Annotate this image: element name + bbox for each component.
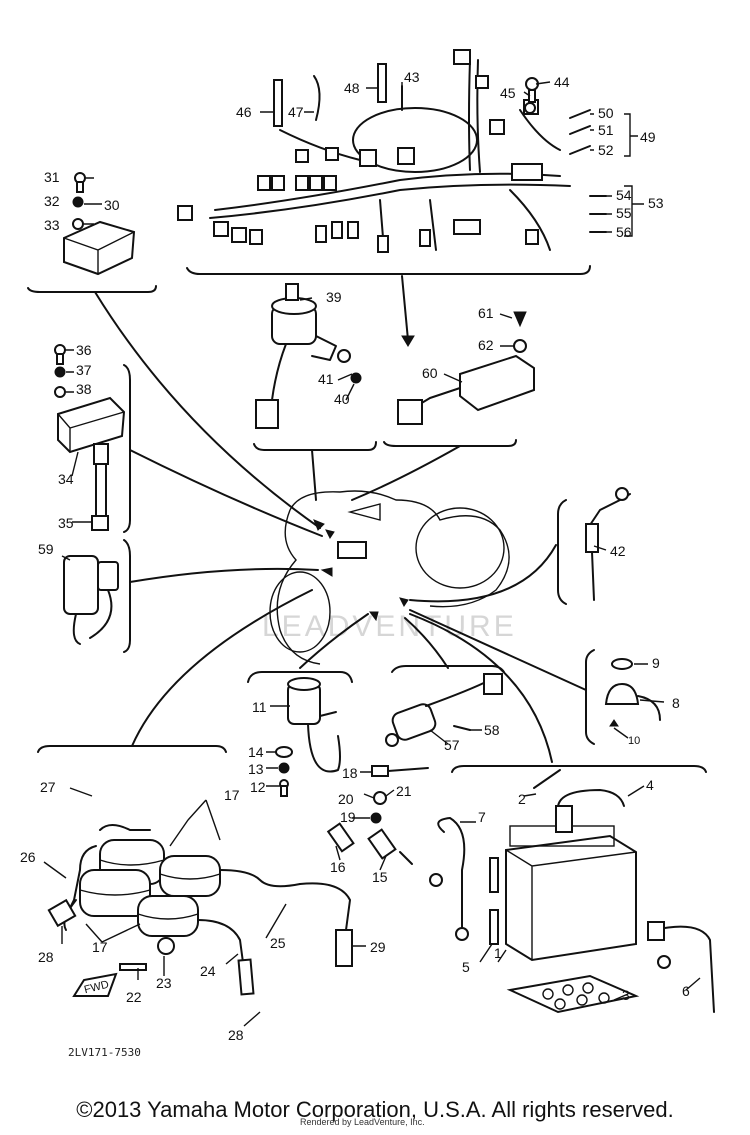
parts-15-21 <box>326 765 429 865</box>
part-number-labels: 1 2 3 4 5 6 7 8 9 10 11 12 13 14 15 16 1… <box>20 69 690 1043</box>
part-label-18: 18 <box>342 765 358 781</box>
part-label-60: 60 <box>422 365 438 381</box>
part-label-57: 57 <box>444 737 460 753</box>
part-label-26: 26 <box>20 849 36 865</box>
relay-30-group <box>63 172 136 276</box>
part-label-56: 56 <box>616 224 632 240</box>
part-label-40: 40 <box>334 391 350 407</box>
battery-group <box>429 769 715 1014</box>
part-label-43: 43 <box>404 69 420 85</box>
part-label-41: 41 <box>318 371 334 387</box>
part-label-8: 8 <box>672 695 680 711</box>
part-label-24: 24 <box>200 963 216 979</box>
main-switch-39 <box>255 283 362 429</box>
part-label-7: 7 <box>478 809 486 825</box>
fwd-plate <box>72 972 118 997</box>
part-label-22: 22 <box>126 989 142 1005</box>
coil-34-group <box>54 344 126 531</box>
part-label-30: 30 <box>104 197 120 213</box>
part-label-5: 5 <box>462 959 470 975</box>
part-label-54: 54 <box>616 187 632 203</box>
part-label-42: 42 <box>610 543 626 559</box>
part-label-23: 23 <box>156 975 172 991</box>
part-label-62: 62 <box>478 337 494 353</box>
part-label-9: 9 <box>652 655 660 671</box>
unit-59-group <box>63 555 119 645</box>
harness-small-parts <box>273 63 644 237</box>
fwd-label: FWD <box>83 979 110 997</box>
part-label-28a: 28 <box>38 949 54 965</box>
engine-center-box <box>337 541 367 559</box>
part-label-32: 32 <box>44 193 60 209</box>
part-label-28b: 28 <box>228 1027 244 1043</box>
part-label-50: 50 <box>598 105 614 121</box>
part-label-11: 11 <box>252 699 267 715</box>
part-label-35: 35 <box>58 515 74 531</box>
part-label-51: 51 <box>598 122 614 138</box>
drawing-number: 2LV171-7530 <box>68 1046 141 1059</box>
engine-outline <box>269 490 510 665</box>
ignition-coils-17 <box>47 824 353 996</box>
part-label-44: 44 <box>554 74 570 90</box>
copyright-notice: ©2013 Yamaha Motor Corporation, U.S.A. A… <box>76 1097 674 1122</box>
part-label-45: 45 <box>500 85 516 101</box>
part-label-33: 33 <box>44 217 60 233</box>
part-label-20: 20 <box>338 791 354 807</box>
part-label-38: 38 <box>76 381 92 397</box>
clamp-46 <box>273 79 283 127</box>
part-label-27: 27 <box>40 779 56 795</box>
part-label-53: 53 <box>648 195 664 211</box>
part-label-4: 4 <box>646 777 654 793</box>
part-label-55: 55 <box>616 205 632 221</box>
part-label-17a: 17 <box>224 787 240 803</box>
part-label-59: 59 <box>38 541 54 557</box>
part-label-37: 37 <box>76 362 92 378</box>
sensor-57 <box>385 673 503 747</box>
parts-22-23 <box>72 937 175 997</box>
part-label-3: 3 <box>622 987 630 1003</box>
part-label-48: 48 <box>344 80 360 96</box>
part-label-2: 2 <box>518 791 526 807</box>
part-label-13: 13 <box>248 761 264 777</box>
part-label-19: 19 <box>340 809 356 825</box>
wire-harness-43 <box>177 49 571 253</box>
part-label-34: 34 <box>58 471 74 487</box>
bolt-48 <box>377 63 387 103</box>
part-label-29: 29 <box>370 939 386 955</box>
part-label-47: 47 <box>288 104 304 120</box>
leader-lines <box>43 81 701 1027</box>
part-label-6: 6 <box>682 983 690 999</box>
part-label-21: 21 <box>396 783 412 799</box>
part-label-17b: 17 <box>92 939 108 955</box>
watermark: LEADVENTURE <box>262 610 517 643</box>
part-label-52: 52 <box>598 142 614 158</box>
switch-42 <box>585 487 631 601</box>
part-label-25: 25 <box>270 935 286 951</box>
rendered-by-note: Rendered by LeadVenture, Inc. <box>300 1117 425 1127</box>
connection-lines <box>94 275 587 763</box>
part-label-10: 10 <box>628 735 640 747</box>
part-label-49: 49 <box>640 129 656 145</box>
part-label-15: 15 <box>372 869 388 885</box>
part-label-31: 31 <box>44 169 60 185</box>
switch-8-group <box>604 658 661 727</box>
starter-relay-11 <box>275 677 341 797</box>
part-label-46: 46 <box>236 104 252 120</box>
part-label-16: 16 <box>330 859 346 875</box>
part-label-12: 12 <box>250 779 266 795</box>
part-label-61: 61 <box>478 305 494 321</box>
part-label-36: 36 <box>76 342 92 358</box>
unit-60-group <box>397 311 535 425</box>
part-label-1: 1 <box>494 945 502 961</box>
part-label-14: 14 <box>248 744 264 760</box>
part-label-58: 58 <box>484 722 500 738</box>
part-label-39: 39 <box>326 289 342 305</box>
